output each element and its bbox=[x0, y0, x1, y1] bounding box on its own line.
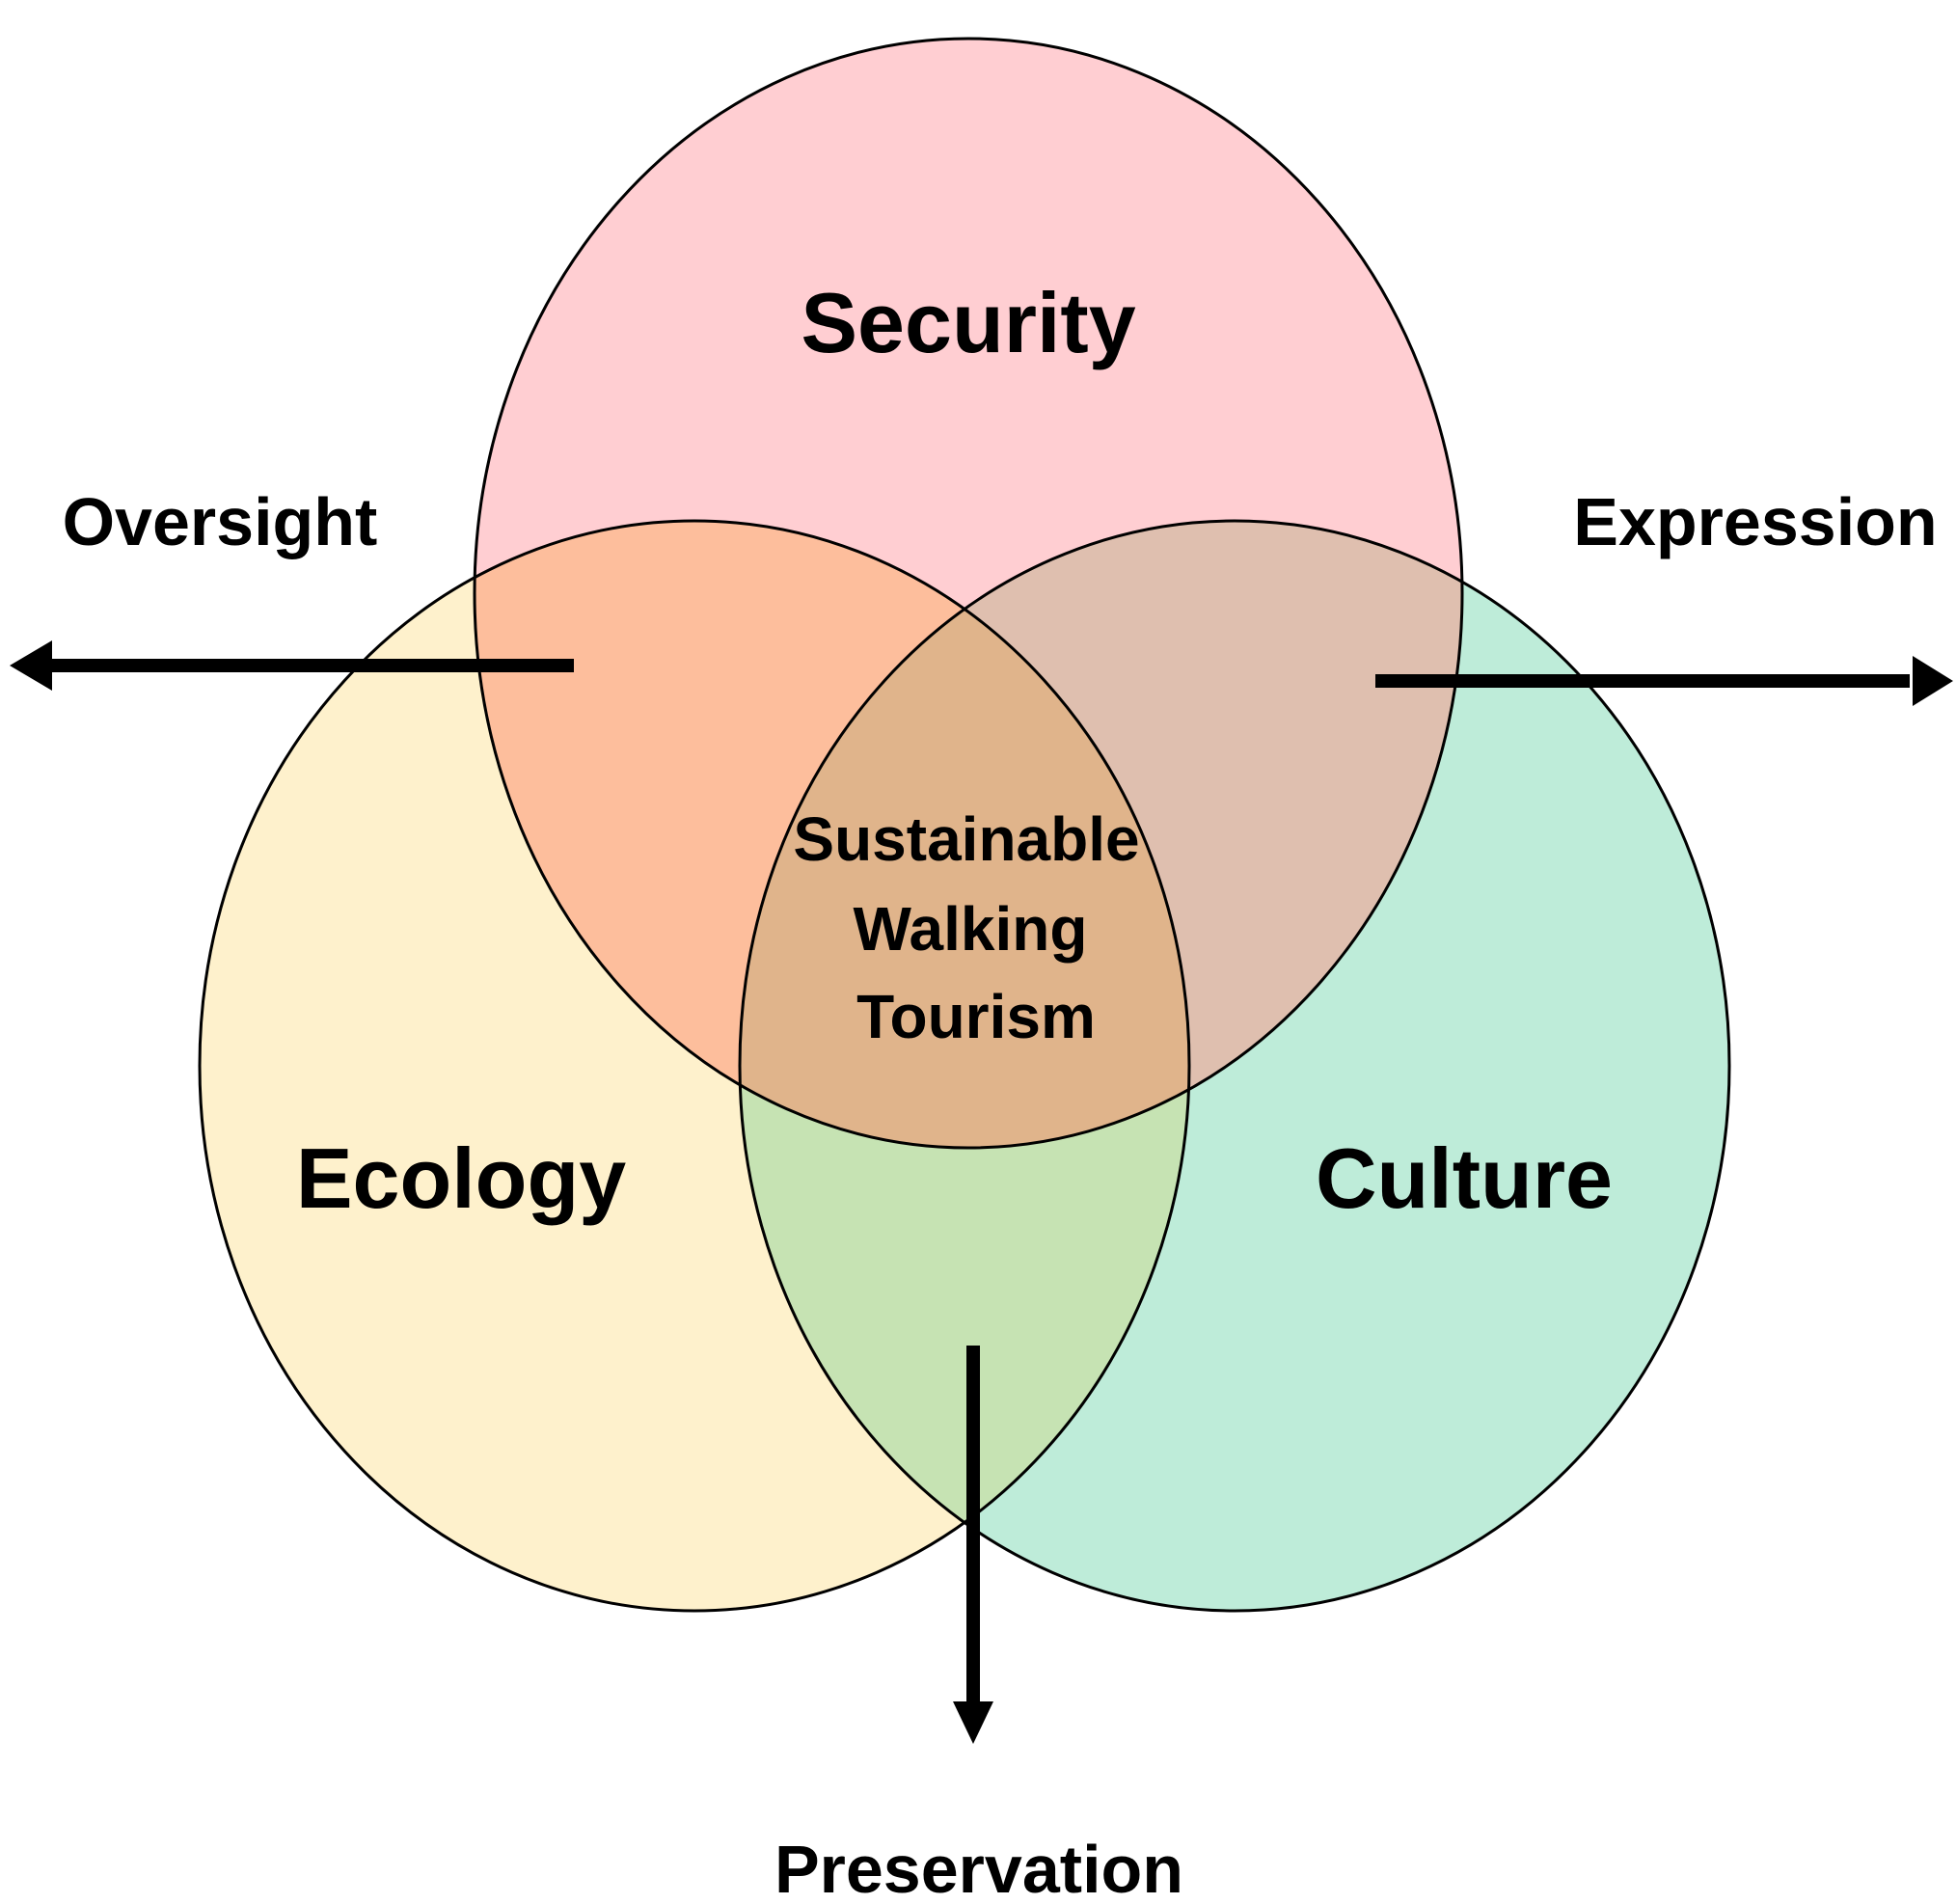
center-label-line-3: Tourism bbox=[856, 982, 1096, 1051]
security-outline bbox=[473, 37, 1464, 1150]
ecology-outline bbox=[198, 519, 1191, 1613]
security-label: Security bbox=[801, 275, 1135, 370]
ecology-label: Ecology bbox=[296, 1130, 626, 1226]
culture-outline bbox=[738, 519, 1731, 1613]
expression-label: Expression bbox=[1573, 484, 1937, 559]
preservation-arrow bbox=[953, 1346, 993, 1744]
culture-label: Culture bbox=[1316, 1130, 1613, 1226]
expression-arrow bbox=[1375, 656, 1953, 706]
oversight-arrow bbox=[10, 640, 574, 691]
center-label-line-1: Sustainable bbox=[793, 804, 1139, 874]
preservation-label: Preservation bbox=[774, 1832, 1183, 1904]
oversight-label: Oversight bbox=[63, 484, 378, 559]
center-label-line-2: Walking bbox=[854, 894, 1088, 964]
